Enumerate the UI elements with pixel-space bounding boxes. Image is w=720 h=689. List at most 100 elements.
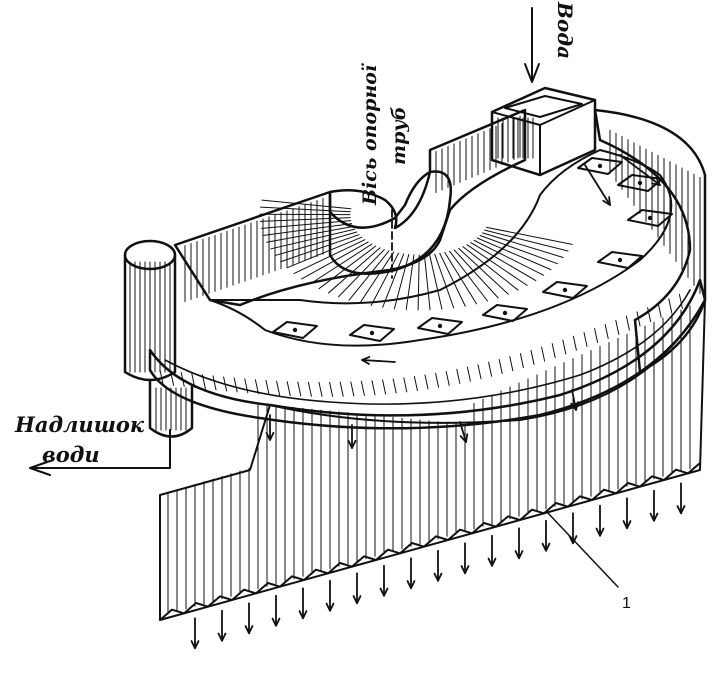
floor-line	[482, 232, 564, 258]
nozzle-plate	[272, 321, 318, 339]
floor-with-nozzles	[209, 149, 673, 347]
nozzle-plate	[627, 209, 673, 227]
floor-line	[286, 236, 363, 269]
flow-arrow	[361, 359, 396, 363]
trough-tick	[244, 378, 249, 394]
trough-tick	[254, 379, 259, 395]
trough-tick	[435, 372, 440, 388]
floor-line	[274, 231, 358, 256]
floor-line	[444, 251, 478, 305]
floor-line	[328, 247, 381, 294]
drip-arrow-head	[514, 550, 524, 560]
trough-tick	[329, 381, 334, 397]
trough-tick	[594, 328, 599, 344]
floor-line	[466, 244, 528, 287]
nozzle-bolt	[369, 330, 375, 336]
flow-arrow-head	[570, 401, 579, 411]
trough-tick	[604, 323, 609, 339]
trough-tick	[445, 370, 450, 386]
floor-line	[405, 254, 415, 311]
floor-line	[393, 253, 410, 310]
flow-arrow-head	[347, 439, 357, 449]
drip-arrows	[190, 482, 686, 650]
callout-leader	[546, 511, 619, 588]
trough-tick	[318, 381, 323, 397]
trough-tick	[382, 379, 387, 395]
trough-tick	[201, 374, 206, 390]
back-wall	[173, 108, 527, 307]
floor-line	[462, 246, 519, 291]
floor-line	[479, 234, 558, 265]
trough-tick	[297, 381, 302, 397]
floor-line	[348, 250, 390, 301]
drip-arrow-head	[487, 557, 497, 567]
nozzle-bolt	[617, 257, 623, 263]
nozzle-bolt	[637, 180, 643, 186]
overflow-pipe	[148, 378, 194, 438]
nozzle-plate	[577, 157, 623, 175]
trough-tick	[519, 353, 524, 369]
water-label: Вода	[553, 1, 577, 59]
floor-line	[301, 241, 369, 280]
excess-water-label-line2: води	[42, 442, 100, 467]
trough-tick	[541, 346, 546, 362]
drip-arrow-head	[325, 602, 335, 612]
nozzle-plate	[617, 174, 663, 192]
nozzle-bolt	[292, 327, 298, 333]
drip-arrow-head	[568, 535, 578, 545]
drip-arrow-head	[595, 527, 605, 537]
trough-tick	[456, 368, 461, 384]
drip-arrow-head	[244, 625, 254, 635]
trough-tick	[191, 373, 196, 389]
trough-tick	[647, 307, 652, 323]
nozzle-bolt	[562, 287, 568, 293]
drip-arrow-head	[676, 505, 686, 515]
trough-tick	[678, 293, 683, 309]
trough-tick	[233, 377, 238, 393]
drip-arrow-head	[217, 632, 227, 642]
trough-tick	[413, 376, 418, 392]
drip-arrow-head	[406, 580, 416, 590]
callout-number: 1	[622, 595, 631, 612]
floor-line	[370, 252, 400, 306]
floor-line	[260, 206, 351, 213]
trough-tick	[477, 364, 482, 380]
excess-water-label-line1: Надлишок	[14, 412, 145, 437]
floor-line	[280, 234, 360, 263]
left-tower	[123, 239, 177, 382]
nozzle-bolt	[502, 310, 508, 316]
trough-tick	[530, 349, 535, 365]
drip-arrow-head	[649, 512, 659, 522]
flow-arrow-head	[651, 176, 661, 186]
nozzle-plate	[482, 304, 528, 322]
floor-line	[429, 254, 443, 310]
flow-arrow-head	[459, 433, 469, 443]
trough-tick	[625, 315, 630, 331]
trough-tick	[562, 339, 567, 355]
flow-arrows	[265, 154, 661, 449]
flow-arrow-head	[361, 356, 371, 365]
outer-wall	[593, 108, 707, 374]
drip-arrow-head	[460, 565, 470, 575]
drip-arrow-head	[433, 572, 443, 582]
serrated-curtain	[159, 299, 706, 621]
trough-tick	[615, 319, 620, 335]
trough-tick	[276, 380, 281, 396]
trough-tick	[350, 381, 355, 397]
drip-arrow-head	[622, 520, 632, 530]
trough-tick	[265, 379, 270, 395]
flow-arrow-head	[602, 196, 611, 206]
nozzle-plate	[542, 281, 588, 299]
floor-line	[458, 247, 509, 295]
trough-tick	[180, 371, 185, 387]
drip-arrow-head	[298, 610, 308, 620]
drip-arrow-head	[190, 640, 200, 650]
drip-arrow-head	[379, 587, 389, 597]
floor-line	[338, 248, 385, 298]
floor-line	[434, 253, 455, 309]
nozzle-plate	[597, 251, 643, 269]
floor-line	[270, 228, 356, 250]
flow-arrow	[619, 154, 661, 186]
floor-line	[417, 254, 420, 311]
